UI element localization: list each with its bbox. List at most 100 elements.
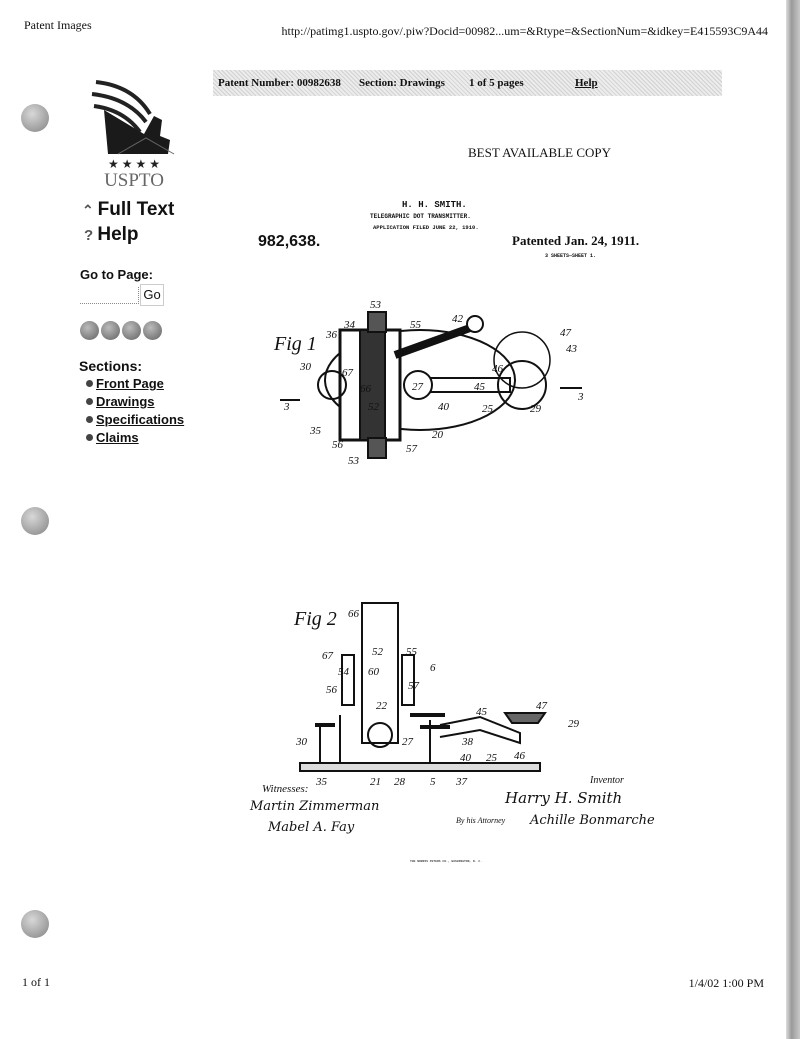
- ref-numeral: 38: [461, 736, 474, 748]
- print-page-count: 1 of 1: [22, 975, 50, 989]
- ref-numeral: 47: [560, 327, 572, 339]
- ref-numeral: 36: [325, 329, 338, 341]
- figure-caption: Fig 1: [273, 333, 317, 355]
- printer-note: THE NORRIS PETERS CO., WASHINGTON, D. C.: [410, 860, 483, 863]
- ref-numeral: 21: [370, 776, 381, 788]
- ref-numeral: 54: [338, 666, 350, 678]
- ref-numeral: 3: [283, 401, 290, 413]
- punch-hole: [21, 104, 49, 132]
- patent-title: TELEGRAPHIC DOT TRANSMITTER.: [370, 213, 471, 220]
- section-front-page[interactable]: Front Page: [86, 375, 184, 393]
- ref-numeral: 60: [368, 666, 380, 678]
- bullet-icon: [86, 380, 93, 388]
- ref-numeral: 27: [402, 736, 414, 748]
- ref-numeral: 29: [530, 403, 542, 415]
- print-url: http://patimg1.uspto.gov/.piw?Docid=0098…: [281, 24, 768, 38]
- paper-edge: [786, 0, 800, 1039]
- section-claims[interactable]: Claims: [86, 429, 184, 447]
- ref-numeral: 40: [460, 752, 472, 764]
- ref-numeral: 45: [476, 706, 488, 718]
- ref-numeral: 55: [410, 319, 422, 331]
- attorney-signature: Achille Bonmarche: [530, 813, 655, 828]
- witnesses-label: Witnesses:: [262, 783, 309, 795]
- ref-numeral: 45: [474, 381, 486, 393]
- ref-numeral: 67: [342, 367, 354, 379]
- uspto-logo: ★ ★ ★ ★ USPTO: [88, 76, 180, 191]
- help-link[interactable]: Help: [575, 77, 598, 89]
- ref-numeral: 43: [566, 343, 578, 355]
- ref-numeral: 42: [452, 313, 464, 325]
- ref-numeral: 35: [315, 776, 328, 788]
- patent-toolbar: Patent Number: 00982638 Section: Drawing…: [213, 70, 722, 96]
- ref-numeral: 22: [376, 700, 388, 712]
- bullet-icon: [86, 398, 93, 406]
- figure-caption: Fig 2: [293, 608, 337, 630]
- go-button[interactable]: Go: [140, 284, 164, 306]
- ref-numeral: 55: [406, 646, 418, 658]
- ref-numeral: 25: [482, 403, 494, 415]
- patented-date: Patented Jan. 24, 1911.: [512, 233, 640, 248]
- ref-numeral: 28: [394, 776, 406, 788]
- inventor-label: Inventor: [590, 775, 624, 786]
- bullet-icon: [86, 434, 93, 442]
- ref-numeral: 52: [368, 401, 380, 413]
- next-page-icon[interactable]: [122, 321, 141, 340]
- ref-numeral: 66: [360, 383, 372, 395]
- ref-numeral: 30: [299, 361, 312, 373]
- ref-numeral: 34: [343, 319, 356, 331]
- full-text-icon: ⌃: [82, 202, 98, 218]
- patent-number: Patent Number: 00982638: [218, 77, 341, 89]
- ref-numeral: 3: [577, 391, 584, 403]
- section-specifications[interactable]: Specifications: [86, 411, 184, 429]
- ref-numeral: 20: [432, 429, 444, 441]
- punch-hole: [21, 507, 49, 535]
- ref-numeral: 53: [348, 455, 360, 467]
- ref-numeral: 27: [412, 381, 424, 393]
- witness-signature: Martin Zimmerman: [250, 799, 380, 814]
- figure-2: Fig 2 66 67 54 60 52 55 6 56 57 22 45 47…: [293, 602, 580, 788]
- ref-numeral: 46: [514, 750, 526, 762]
- goto-label: Go to Page:: [80, 267, 153, 282]
- section-drawings[interactable]: Drawings: [86, 393, 184, 411]
- ref-numeral: 46: [492, 363, 504, 375]
- ref-numeral: 66: [348, 608, 360, 620]
- prev-page-icon[interactable]: [101, 321, 120, 340]
- ref-numeral: 35: [309, 425, 322, 437]
- section-name: Section: Drawings: [359, 77, 445, 89]
- last-page-icon[interactable]: [143, 321, 162, 340]
- ref-numeral: 6: [430, 662, 436, 674]
- svg-text:★ ★ ★ ★: ★ ★ ★ ★: [108, 157, 160, 171]
- ref-numeral: 57: [408, 680, 420, 692]
- ref-numeral: 53: [370, 300, 382, 311]
- filed-date: APPLICATION FILED JUNE 22, 1910.: [373, 224, 479, 231]
- best-copy-stamp: BEST AVAILABLE COPY: [468, 145, 612, 160]
- ref-numeral: 47: [536, 700, 548, 712]
- help-icon: ?: [84, 227, 98, 244]
- ref-numeral: 30: [295, 736, 308, 748]
- ref-numeral: 40: [438, 401, 450, 413]
- sheets-note: 3 SHEETS—SHEET 1.: [545, 253, 597, 259]
- bullet-icon: [86, 416, 93, 424]
- inventor-name: H. H. SMITH.: [402, 200, 467, 210]
- print-title: Patent Images: [24, 18, 92, 32]
- attorney-label: By his Attorney: [456, 816, 506, 825]
- full-text-link[interactable]: ⌃ Full Text: [82, 199, 175, 220]
- print-datetime: 1/4/02 1:00 PM: [688, 976, 764, 990]
- logo-text: USPTO: [104, 170, 164, 188]
- help-sidebar-link[interactable]: ? Help: [84, 224, 139, 245]
- witness-signature: Mabel A. Fay: [268, 820, 355, 835]
- ref-numeral: 25: [486, 752, 498, 764]
- first-page-icon[interactable]: [80, 321, 99, 340]
- sections-label: Sections:: [79, 358, 143, 374]
- figure-1: Fig 1 53 55 42 47 43 36 34 30 67 66 27 4…: [273, 300, 584, 467]
- punch-hole: [21, 910, 49, 938]
- ref-numeral: 29: [568, 718, 580, 730]
- ref-numeral: 57: [406, 443, 418, 455]
- ref-numeral: 5: [430, 776, 436, 788]
- ref-numeral: 67: [322, 650, 334, 662]
- ref-numeral: 56: [332, 439, 344, 451]
- goto-page-input[interactable]: [80, 287, 139, 304]
- ref-numeral: 56: [326, 684, 338, 696]
- patent-number-doc: 982,638.: [258, 233, 321, 250]
- page-count: 1 of 5 pages: [469, 77, 524, 89]
